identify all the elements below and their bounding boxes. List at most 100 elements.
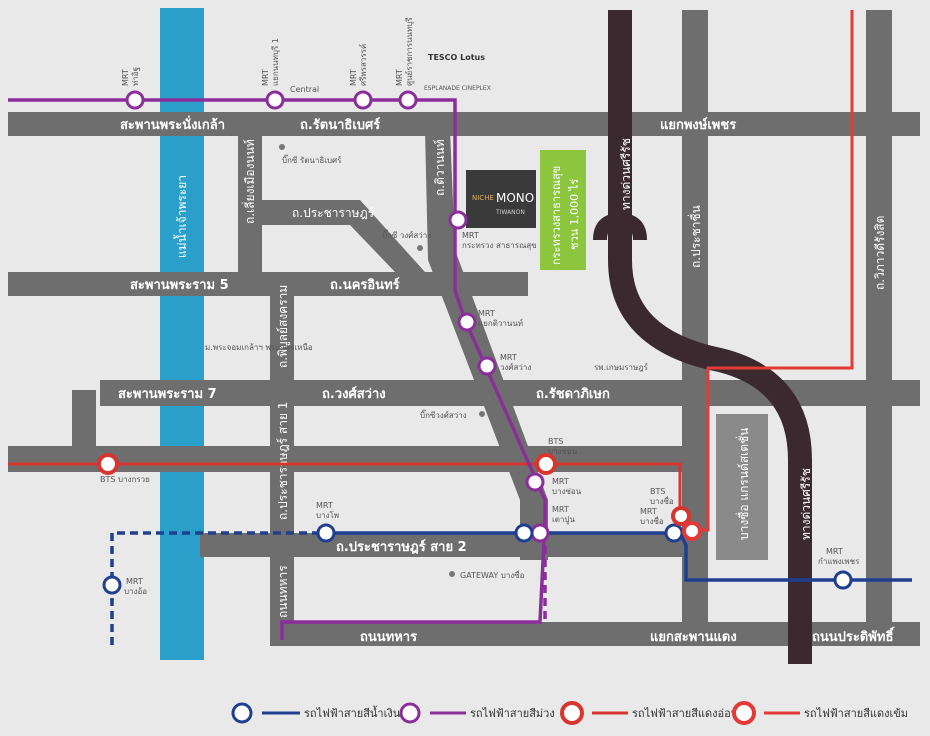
dot-bigc-wongsawang xyxy=(479,411,485,417)
label-pracharat-sai2: ถ.ประชาราษฎร์ สาย 2 xyxy=(336,539,467,555)
station-government-center[interactable] xyxy=(398,90,418,110)
label-pracharat-sai1: ถ.ประชาราษฎร์ สาย 1 xyxy=(276,402,290,520)
legend-purple-icon xyxy=(399,702,421,724)
road-vibhavadi xyxy=(866,10,892,636)
legend-blue: รถไฟฟ้าสายสีน้ำเงิน xyxy=(304,705,401,720)
legend-red-light-icon xyxy=(732,701,756,725)
lbl-bts-16: BTS xyxy=(100,475,115,484)
lm-kmutnb: ม.พระจอมเกล้าฯ พระนครเหนือ xyxy=(205,343,313,352)
lbl-s2: แยกนนทบุรี 1 xyxy=(271,38,280,86)
purple-line xyxy=(8,98,547,640)
station-bang-sue-mrt[interactable] xyxy=(664,523,684,543)
lm-gateway: GATEWAY บางซื่อ xyxy=(460,569,525,580)
label-bridge-rama5: สะพานพระราม 5 xyxy=(130,278,229,293)
lm-bigc-wong: บิ๊กซี วงศ์สว่าง xyxy=(382,229,431,240)
station-wongsawang[interactable] xyxy=(477,356,497,376)
landmarks: Central TESCO Lotus ESPLANADE CINEPLEX บ… xyxy=(205,53,649,580)
label-bridge-rama7: สะพานพระราม 7 xyxy=(118,387,217,402)
label-wongsawang: ถ.วงศ์สว่าง xyxy=(322,386,386,402)
lbl-bts-12: BTS xyxy=(650,487,665,496)
project-box xyxy=(466,170,536,228)
road-rama7-curve xyxy=(100,380,140,406)
station-tao-poon-purple[interactable] xyxy=(530,523,550,543)
red-line-dark xyxy=(690,10,854,532)
lbl-s5: กระทรวง สาธารณสุข xyxy=(462,241,537,250)
blue-line-dashed xyxy=(110,531,320,650)
label-pracharat: ถ.ประชาราษฎร์ xyxy=(292,206,375,220)
label-nakhon-in: ถ.นครอินทร์ xyxy=(330,277,400,293)
station-tao-poon-blue[interactable] xyxy=(514,523,534,543)
lbl-mrt-15: MRT xyxy=(126,577,143,586)
lbl-s16: บางกรวย xyxy=(118,475,150,484)
bangsue-grand-station-block xyxy=(716,414,768,560)
station-bang-sue-red-dark[interactable] xyxy=(682,521,702,541)
station-moph[interactable] xyxy=(448,210,468,230)
lm-esplanade: ESPLANADE CINEPLEX xyxy=(424,85,491,92)
station-bang-sue-bts[interactable] xyxy=(671,506,691,526)
lbl-mrt-4: MRT xyxy=(395,69,404,86)
red-line-light xyxy=(8,462,682,520)
lbl-s6: แยกติวานนท์ xyxy=(478,318,523,328)
chao-phraya-river xyxy=(160,8,204,660)
label-saphan-daeng: แยกสะพานแดง xyxy=(650,630,737,645)
lbl-mrt-6: MRT xyxy=(478,309,495,318)
station-tha-it[interactable] xyxy=(125,90,145,110)
road-small-vert xyxy=(270,272,294,392)
lbl-s15: บางอ้อ xyxy=(124,587,147,596)
station-kamphaeng-phet[interactable] xyxy=(833,570,853,590)
legend-blue-icon xyxy=(231,702,253,724)
lm-central: Central xyxy=(290,85,319,94)
station-yaek-tiwanon[interactable] xyxy=(457,312,477,332)
blue-line xyxy=(320,531,912,582)
lbl-mrt-11: MRT xyxy=(316,501,333,510)
lbl-bts-8: BTS xyxy=(548,437,563,446)
lbl-s1: ท่าอิฐ xyxy=(131,67,140,86)
lbl-s10: เตาปูน xyxy=(552,515,576,525)
station-bang-kruai[interactable] xyxy=(97,453,119,475)
station-bang-son-mrt[interactable] xyxy=(525,472,545,492)
road-bangkruai xyxy=(8,446,688,472)
label-pradiphat: ถนนประดิพัทธิ์ xyxy=(812,626,895,645)
road-chiangwattana xyxy=(238,112,262,282)
road-left-vert xyxy=(72,390,96,450)
lbl-s3: ศรีพรสวรรค์ xyxy=(358,44,368,86)
label-tiwanon: ถ.ติวานนท์ xyxy=(433,139,447,196)
label-thahan: ถนนทหาร xyxy=(360,630,417,645)
lbl-mrt-7: MRT xyxy=(500,353,517,362)
label-ratchada: ถ.รัชดาภิเษก xyxy=(536,387,610,402)
expressway-ramp xyxy=(593,212,647,241)
label-phibul: ถ.พิบูลย์สงคราม xyxy=(276,285,291,368)
project-name: MONO xyxy=(496,191,534,205)
bangsue-grand-label: บางซื่อ แกรนด์สเตชั่น xyxy=(735,428,751,540)
green-box xyxy=(540,150,586,270)
lm-tesco: TESCO Lotus xyxy=(428,53,485,62)
dot-bigc-rattana xyxy=(279,144,285,150)
station-bang-son-bts[interactable] xyxy=(535,453,557,475)
project-brand: NICHE xyxy=(472,194,494,202)
lm-kasemrad: รพ.เกษมราษฎร์ xyxy=(594,362,649,372)
label-bridge-nangklao: สะพานพระนั่งเกล้า xyxy=(120,115,225,133)
road-tiwanon xyxy=(425,130,548,560)
lbl-mrt-3: MRT xyxy=(349,69,358,86)
station-yaek-nonthaburi1[interactable] xyxy=(265,90,285,110)
lbl-mrt-1: MRT xyxy=(121,69,130,86)
lbl-s8: บางซ่อน xyxy=(548,447,578,456)
legend: รถไฟฟ้าสายสีน้ำเงิน รถไฟฟ้าสายสีม่วง รถไ… xyxy=(231,701,908,725)
label-thahan-vertical: ถนนทหาร xyxy=(276,565,290,618)
blue-stations xyxy=(102,523,853,595)
expressway-label-top: ทางด่วนศรีรัช xyxy=(619,138,633,210)
station-labels: MRT ท่าอิฐ MRT แยกนนทบุรี 1 MRT ศรีพรสวร… xyxy=(100,17,860,596)
lm-bigc-rattana: บิ๊กซี รัตนาธิเบศร์ xyxy=(282,154,342,165)
red-stations xyxy=(97,453,702,541)
lbl-mrt-14: MRT xyxy=(826,547,843,556)
lbl-mrt-13: MRT xyxy=(640,507,657,516)
station-bang-pho[interactable] xyxy=(316,523,336,543)
station-bang-o[interactable] xyxy=(102,575,122,595)
lbl-mrt-2: MRT xyxy=(261,69,270,86)
lbl-s11: บางโพ xyxy=(316,510,339,520)
lbl-s9: บางซ่อน xyxy=(552,487,582,496)
si-rat-expressway xyxy=(608,10,812,664)
lbl-s4: ศูนย์ราชการนนทบุรี xyxy=(404,17,415,86)
legend-red-dark: รถไฟฟ้าสายสีแดงอ่อน xyxy=(632,707,739,720)
station-sri-phonsawan[interactable] xyxy=(353,90,373,110)
